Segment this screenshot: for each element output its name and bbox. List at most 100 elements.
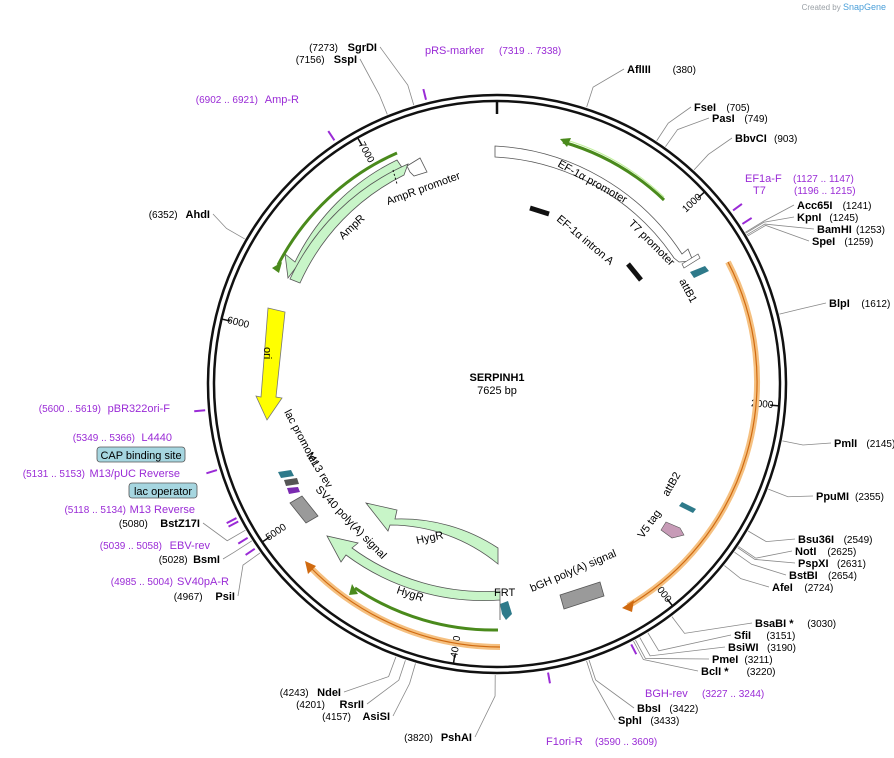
enzyme-site-bsabi[interactable]: BsaBI *(3030)	[755, 618, 836, 630]
enzyme-connector	[768, 488, 814, 498]
label-frt: FRT	[494, 587, 515, 599]
label-hygr-inner: HygR	[415, 529, 444, 546]
enzyme-site-bcli[interactable]: BclI *(3220)	[701, 666, 776, 678]
enzyme-site-afliii[interactable]: AflIII(380)	[627, 64, 696, 76]
cap-binding-mark[interactable]	[284, 478, 299, 486]
enzyme-site-afei[interactable]: AfeI(2724)	[772, 582, 833, 594]
enzyme-site-bbvci[interactable]: BbvCI(903)	[735, 133, 797, 145]
enzyme-position: (6352)	[149, 210, 178, 221]
ruler-label: 5000	[264, 522, 289, 544]
enzyme-position: (903)	[774, 134, 797, 145]
enzyme-connector	[738, 546, 793, 559]
enzyme-connector	[734, 551, 787, 576]
primer-ampr[interactable]: Amp-R(6902 .. 6921)	[196, 94, 299, 106]
enzyme-site-noti[interactable]: NotI(2625)	[795, 546, 856, 558]
enzyme-site-acc65i[interactable]: Acc65I(1241)	[797, 200, 872, 212]
sv40-polya-box[interactable]	[289, 495, 319, 524]
enzyme-site-bstbi[interactable]: BstBI(2654)	[789, 570, 857, 582]
v5-tag-arrow[interactable]	[660, 521, 685, 539]
hygr-outer-arrow[interactable]	[326, 535, 501, 620]
primer-sv40par[interactable]: SV40pA-R(4985 .. 5004)	[111, 576, 229, 588]
enzyme-name: SpeI	[812, 236, 835, 248]
enzyme-name: RsrII	[340, 699, 364, 711]
enzyme-site-rsrii[interactable]: RsrII(4201)	[296, 699, 364, 711]
enzyme-site-psii[interactable]: PsiI(4967)	[174, 591, 235, 603]
enzyme-site-sphi[interactable]: SphI(3433)	[618, 715, 679, 727]
enzyme-connector	[724, 565, 770, 588]
enzyme-position: (1612)	[861, 299, 890, 310]
enzyme-site-bsmi[interactable]: BsmI (5028)	[159, 554, 220, 566]
enzyme-site-ndei[interactable]: NdeI(4243)	[280, 687, 341, 699]
enzyme-site-sgrdi[interactable]: SgrDI (7273)	[309, 42, 377, 54]
enzyme-position: (7273)	[309, 43, 338, 54]
cap-binding-box[interactable]	[96, 446, 186, 463]
lac-promoter-arrow[interactable]	[278, 470, 294, 478]
enzyme-site-sspi[interactable]: SspI(7156)	[296, 54, 357, 66]
enzyme-name: SgrDI	[348, 42, 377, 54]
enzyme-name: BlpI	[829, 298, 850, 310]
enzyme-name: BsiWI	[728, 642, 759, 654]
primer-pbr322orif[interactable]: pBR322ori-F(5600 .. 5619)	[39, 403, 171, 415]
enzyme-site-bsiwi[interactable]: BsiWI (3190)	[728, 642, 796, 654]
bgh-polya-box[interactable]	[559, 581, 605, 610]
primer-mark	[547, 672, 551, 684]
primer-mark	[422, 88, 427, 100]
primer-prsmarker[interactable]: pRS-marker(7319 .. 7338)	[425, 45, 561, 57]
enzyme-site-ppumi[interactable]: PpuMI(2355)	[816, 491, 884, 503]
enzyme-connector	[671, 616, 753, 634]
snapgene-logo: SnapGene	[842, 2, 886, 12]
enzyme-site-pmli[interactable]: PmlI(2145)	[834, 438, 894, 450]
enzyme-position: (5028)	[159, 555, 188, 566]
primer-ef1af[interactable]: EF1a-F(1127 .. 1147)	[745, 173, 854, 185]
enzyme-name: FseI	[694, 102, 716, 114]
primer-m13pucreverse[interactable]: M13/pUC Reverse(5131 .. 5153)	[23, 468, 180, 480]
enzyme-site-sfii[interactable]: SfiI(3151)	[734, 630, 795, 642]
enzyme-site-kpni[interactable]: KpnI(1245)	[797, 212, 858, 224]
hygr-inner-arrow[interactable]	[364, 502, 499, 565]
primer-name: M13 Reverse	[130, 504, 195, 516]
primer-m13reverse[interactable]: M13 Reverse(5118 .. 5134)	[64, 504, 195, 516]
primer-name: F1ori-R	[546, 736, 583, 748]
enzyme-connector	[745, 204, 795, 233]
primer-t7[interactable]: T7(1196 .. 1215)	[753, 185, 856, 197]
primer-name: EF1a-F	[745, 173, 782, 185]
enzyme-position: (5080)	[119, 519, 148, 530]
enzyme-site-fsei[interactable]: FseI(705)	[694, 102, 750, 114]
enzyme-site-pasi[interactable]: PasI(749)	[712, 113, 768, 125]
enzyme-site-pspxi[interactable]: PspXI(2631)	[798, 558, 866, 570]
enzyme-site-pmei[interactable]: PmeI(3211)	[712, 654, 773, 666]
enzyme-position: (2724)	[804, 583, 833, 594]
lac-operator-box[interactable]	[128, 482, 198, 499]
primer-name: EBV-rev	[170, 540, 211, 552]
enzyme-position: (3190)	[767, 643, 796, 654]
frt-arrow[interactable]	[500, 601, 512, 620]
primer-mark	[206, 469, 218, 475]
enzyme-site-asisi[interactable]: AsiSI(4157)	[322, 711, 390, 723]
enzyme-site-bstz17i[interactable]: BstZ17I(5080)	[119, 518, 200, 530]
attb1-arrow[interactable]	[690, 266, 709, 278]
t7-promoter-arrow[interactable]	[681, 253, 701, 269]
primer-mark	[226, 517, 237, 524]
enzyme-site-bamhi[interactable]: BamHI(1253)	[817, 224, 885, 236]
enzyme-name: AhdI	[186, 209, 210, 221]
ampr-promoter-arrow[interactable]	[406, 157, 428, 177]
enzyme-connector	[656, 106, 692, 141]
attb2-arrow[interactable]	[679, 502, 696, 513]
primer-l4440[interactable]: L4440(5349 .. 5366)	[73, 432, 172, 444]
primer-mark	[741, 217, 753, 225]
primer-ebvrev[interactable]: EBV-rev(5039 .. 5058)	[100, 540, 211, 552]
enzyme-site-ahdi[interactable]: AhdI (6352)	[149, 209, 210, 221]
primer-f1orir[interactable]: F1ori-R(3590 .. 3609)	[546, 736, 657, 748]
enzyme-name: BsmI	[193, 554, 220, 566]
enzyme-site-pshai[interactable]: PshAI(3820)	[404, 732, 472, 744]
enzyme-site-blpi[interactable]: BlpI (1612)	[829, 298, 890, 310]
enzyme-site-bsu36i[interactable]: Bsu36I(2549)	[798, 534, 873, 546]
enzyme-site-bbsi[interactable]: BbsI(3422)	[637, 703, 698, 715]
primer-bghrev[interactable]: BGH-rev(3227 .. 3244)	[645, 688, 764, 700]
m13-rev-mark[interactable]	[287, 487, 300, 494]
enzyme-name: BbsI	[637, 703, 661, 715]
ori-arrow[interactable]	[255, 307, 286, 421]
enzyme-connector	[647, 632, 732, 652]
enzyme-site-spei[interactable]: SpeI(1259)	[812, 236, 873, 248]
enzyme-name: SfiI	[734, 630, 751, 642]
